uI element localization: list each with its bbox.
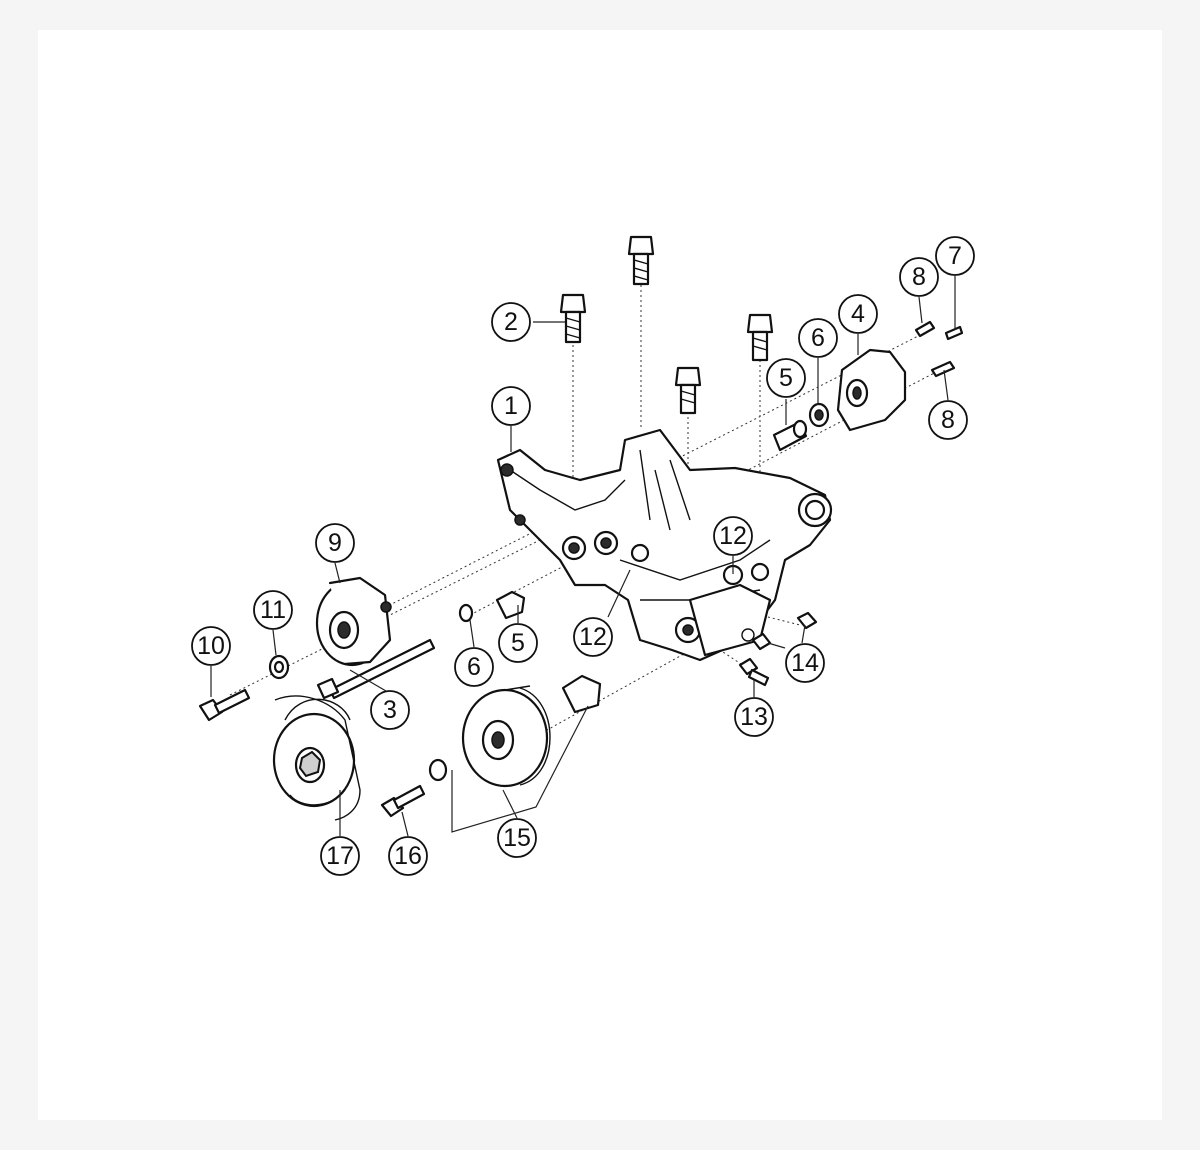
callout-3: 3 — [370, 690, 410, 730]
callout-15: 15 — [497, 818, 537, 858]
small-bolts — [738, 611, 818, 687]
svg-text:12: 12 — [579, 623, 607, 651]
callout-12-right: 12 — [713, 516, 753, 556]
svg-text:15: 15 — [503, 824, 531, 852]
callout-9: 9 — [315, 523, 355, 563]
callout-6-upper: 6 — [798, 318, 838, 358]
bracket-bolts — [559, 235, 774, 415]
svg-text:5: 5 — [511, 629, 525, 657]
bolt-top-center — [627, 235, 655, 286]
bolt-2 — [559, 293, 587, 344]
svg-text:10: 10 — [197, 632, 225, 660]
svg-text:3: 3 — [383, 696, 397, 724]
svg-text:7: 7 — [948, 242, 962, 270]
svg-text:12: 12 — [719, 522, 747, 550]
leader-lines — [210, 276, 956, 837]
svg-text:6: 6 — [467, 653, 481, 681]
callout-10: 10 — [191, 626, 231, 666]
svg-text:13: 13 — [740, 703, 768, 731]
callout-4: 4 — [838, 294, 878, 334]
callout-8-lower: 8 — [928, 400, 968, 440]
callout-13: 13 — [734, 697, 774, 737]
svg-text:1: 1 — [504, 392, 518, 420]
svg-text:5: 5 — [779, 364, 793, 392]
exploded-parts-diagram: 1 2 3 4 5 5 6 6 7 8 8 9 10 11 12 12 13 1… — [191, 235, 975, 876]
callout-11: 11 — [253, 590, 293, 630]
callout-5-lower: 5 — [498, 623, 538, 663]
mounting-bracket — [496, 428, 833, 662]
callout-7: 7 — [935, 236, 975, 276]
callout-8-upper: 8 — [899, 257, 939, 297]
svg-text:11: 11 — [260, 596, 286, 624]
callout-16: 16 — [388, 836, 428, 876]
callout-17: 17 — [320, 836, 360, 876]
crank-pulley-assembly — [380, 674, 602, 818]
diagram-canvas: 1 2 3 4 5 5 6 6 7 8 8 9 10 11 12 12 13 1… — [38, 30, 1162, 1120]
callout-1: 1 — [491, 386, 531, 426]
svg-text:17: 17 — [326, 842, 354, 870]
svg-text:4: 4 — [851, 300, 865, 328]
svg-text:14: 14 — [791, 649, 819, 677]
svg-text:8: 8 — [941, 406, 955, 434]
svg-text:6: 6 — [811, 324, 825, 352]
svg-text:9: 9 — [328, 529, 342, 557]
bolt-middle — [674, 366, 702, 415]
svg-text:2: 2 — [504, 308, 518, 336]
tensioner-assembly — [772, 320, 964, 452]
callout-6-lower: 6 — [454, 647, 494, 687]
svg-text:16: 16 — [394, 842, 422, 870]
callout-14: 14 — [785, 643, 825, 683]
callout-2: 2 — [491, 302, 531, 342]
belt-pulley-assembly — [272, 695, 361, 821]
bolt-right — [746, 313, 774, 362]
callout-5-upper: 5 — [766, 358, 806, 398]
svg-text:8: 8 — [912, 263, 926, 291]
callout-12-left: 12 — [573, 617, 613, 657]
idler-pulley-assembly — [198, 576, 526, 722]
